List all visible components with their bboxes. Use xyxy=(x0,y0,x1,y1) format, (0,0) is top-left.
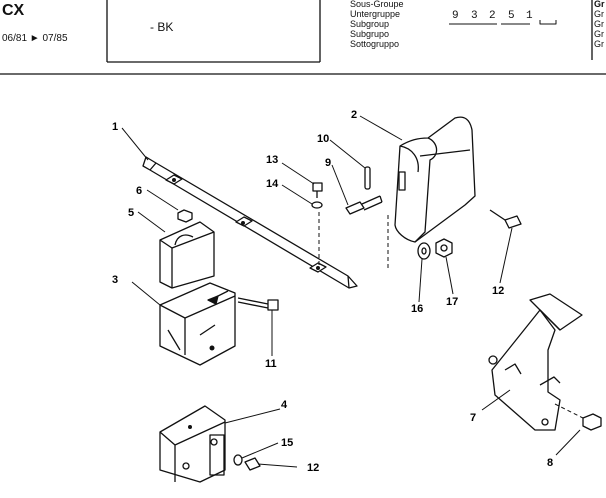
callout-1: 1 xyxy=(112,121,118,133)
callout-14: 14 xyxy=(266,178,279,190)
part-10-pin xyxy=(364,166,371,190)
part-17-nut xyxy=(435,238,453,258)
group-label: Gr xyxy=(594,39,604,49)
part-1-bar xyxy=(142,156,358,289)
model-title: CX xyxy=(2,2,25,19)
subgroup-label-de: Untergruppe xyxy=(350,9,401,19)
subgroup-digit: 3 xyxy=(471,10,478,22)
part-5-block xyxy=(159,221,215,289)
callout-9: 9 xyxy=(325,157,331,169)
callout-4: 4 xyxy=(281,399,288,411)
callout-13: 13 xyxy=(266,154,278,166)
group-label: Gr xyxy=(594,9,604,19)
group-label: Gr xyxy=(594,0,605,9)
subgroup-label-it: Sottogruppo xyxy=(350,39,400,49)
callout-8: 8 xyxy=(547,457,553,469)
callout-10: 10 xyxy=(317,133,329,145)
part-11-bolt xyxy=(237,297,279,311)
part-8-rubber-bush xyxy=(554,403,602,431)
subgroup-digit: 5 xyxy=(508,10,515,22)
group-label: Gr xyxy=(594,29,604,39)
callout-3: 3 xyxy=(112,274,118,286)
callout-11: 11 xyxy=(265,358,277,370)
callout-2: 2 xyxy=(351,109,357,121)
variant-code: - BK xyxy=(150,20,174,34)
part-6-pad xyxy=(177,209,193,223)
part-4-bracket xyxy=(159,405,226,483)
callout-6: 6 xyxy=(136,185,142,197)
callout-17: 17 xyxy=(446,296,458,308)
callout-16: 16 xyxy=(411,303,423,315)
part-13-screw xyxy=(312,182,323,198)
part-14-washer xyxy=(311,201,323,265)
subgroup-digit: 1 xyxy=(526,10,533,22)
callout-12-lower: 12 xyxy=(307,462,319,474)
group-label: Gr xyxy=(594,19,604,29)
part-12-screw xyxy=(489,209,522,229)
header-frame xyxy=(0,0,606,75)
part-15-washer xyxy=(233,454,243,466)
subgroup-digit: 9 xyxy=(452,10,459,22)
subgroup-label-fr: Sous-Groupe xyxy=(350,0,404,9)
part-9-bolt xyxy=(345,195,383,215)
part-16-washer xyxy=(417,242,431,260)
callout-7: 7 xyxy=(470,412,476,424)
subgroup-label-en: Subgroup xyxy=(350,19,390,29)
callout-5: 5 xyxy=(128,207,134,219)
callout-15: 15 xyxy=(281,437,293,449)
part-2-cover xyxy=(387,116,476,270)
leader-lines xyxy=(121,115,581,468)
year-range: 06/81 ► 07/85 xyxy=(2,33,68,44)
part-12-screw-lower xyxy=(244,457,261,471)
callout-numbers: 1 2 3 4 5 6 7 8 9 10 11 12 12 13 14 15 1… xyxy=(112,109,553,474)
callout-12-upper: 12 xyxy=(492,285,504,297)
subgroup-label-es: Subgrupo xyxy=(350,29,390,39)
part-3-bracket xyxy=(159,282,236,366)
part-7-bracket xyxy=(488,293,583,431)
subgroup-digit: 2 xyxy=(489,10,496,22)
